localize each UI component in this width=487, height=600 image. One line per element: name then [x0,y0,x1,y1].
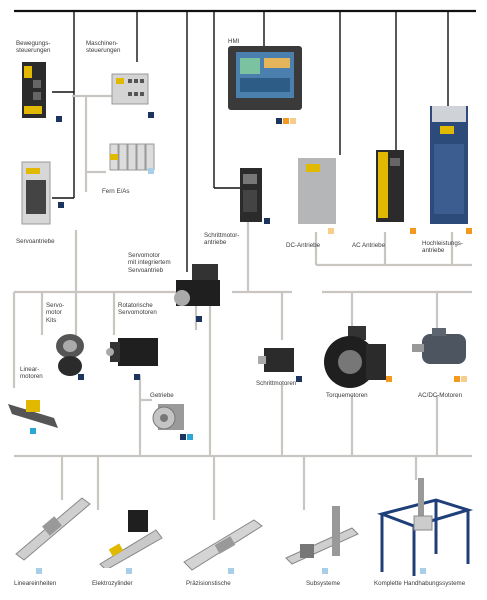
label-ac-antriebe: AC Antriebe [352,242,386,249]
marker-square [296,376,302,382]
stepper-drive-icon [238,166,266,229]
label-fern-eas: Fern E/As [102,188,130,195]
electric-cylinder-icon [96,508,166,573]
label-servoantriebe: Servoantriebe [16,238,55,245]
label-servomotor-kits: Servo- motor Kits [46,302,65,324]
marker-square [196,316,202,322]
label-torquemotoren: Torquemotoren [326,392,368,399]
subsystem-icon [282,498,364,581]
linear-motor-icon [6,394,64,435]
marker-square [187,434,193,440]
marker-square [30,428,36,434]
label-schrittmotoren: Schrittmotoren [256,380,297,387]
label-hochleistungsantriebe: Hochleistungs- antriebe [422,240,463,255]
marker-square [420,568,426,574]
marker-square [454,376,460,382]
marker-square [78,374,84,380]
integrated-servomotor-icon [172,262,224,323]
marker-square [322,568,328,574]
marker-square [36,568,42,574]
marker-square [276,118,282,124]
marker-square [148,112,154,118]
rotary-servomotor-icon [104,332,162,377]
linear-unit-icon [10,494,94,567]
stepper-motor-icon [256,342,298,383]
label-getriebe: Getriebe [150,392,174,399]
motion-controller-device-icon [20,60,50,125]
marker-square [283,118,289,124]
marker-square [328,228,334,234]
label-rotatorische-servomotoren: Rotatorische Servomotoren [118,302,157,317]
gearbox-icon [150,400,190,441]
marker-square [461,376,467,382]
gantry-system-icon [374,474,474,583]
label-hmi: HMI [228,38,240,45]
torque-motor-icon [318,322,390,395]
label-handhabungssysteme: Komplette Handhabungssysteme [374,580,466,587]
marker-square [58,202,64,208]
marker-square [126,568,132,574]
marker-square [180,434,186,440]
label-dc-antriebe: DC-Antriebe [286,242,321,249]
machine-controller-device-icon [110,70,152,113]
marker-square [290,118,296,124]
marker-square [466,228,472,234]
high-power-drive-icon [428,104,472,233]
marker-square [134,374,140,380]
precision-table-icon [180,514,266,579]
marker-square [410,228,416,234]
servo-drive-icon [20,160,54,233]
dc-drive-icon [296,156,340,233]
marker-square [228,568,234,574]
label-elektrozylinder: Elektrozylinder [92,580,133,587]
hmi-panel-icon [226,44,310,119]
servomotor-kit-icon [52,330,88,387]
label-linearmotoren: Linear- motoren [20,366,43,381]
label-lineareinheiten: Lineareinheiten [14,580,57,587]
label-schrittmotorantriebe: Schrittmotor- antriebe [204,232,240,247]
marker-square [148,168,154,174]
label-servomotor-integriert: Servomotor mit integriertem Servoantrieb [128,252,171,274]
ac-drive-icon [374,148,408,231]
label-subsysteme: Subsysteme [306,580,341,587]
ac-dc-motor-icon [408,326,470,379]
marker-square [264,218,270,224]
label-ac-dc-motoren: AC/DC-Motoren [418,392,463,399]
marker-square [386,376,392,382]
marker-square [56,116,62,122]
label-maschinensteuerungen: Maschinen- steuerungen [86,40,121,55]
label-praezisionstische: Präzisionstische [186,580,231,587]
label-bewegungssteuerungen: Bewegungs- steuerungen [16,40,51,55]
